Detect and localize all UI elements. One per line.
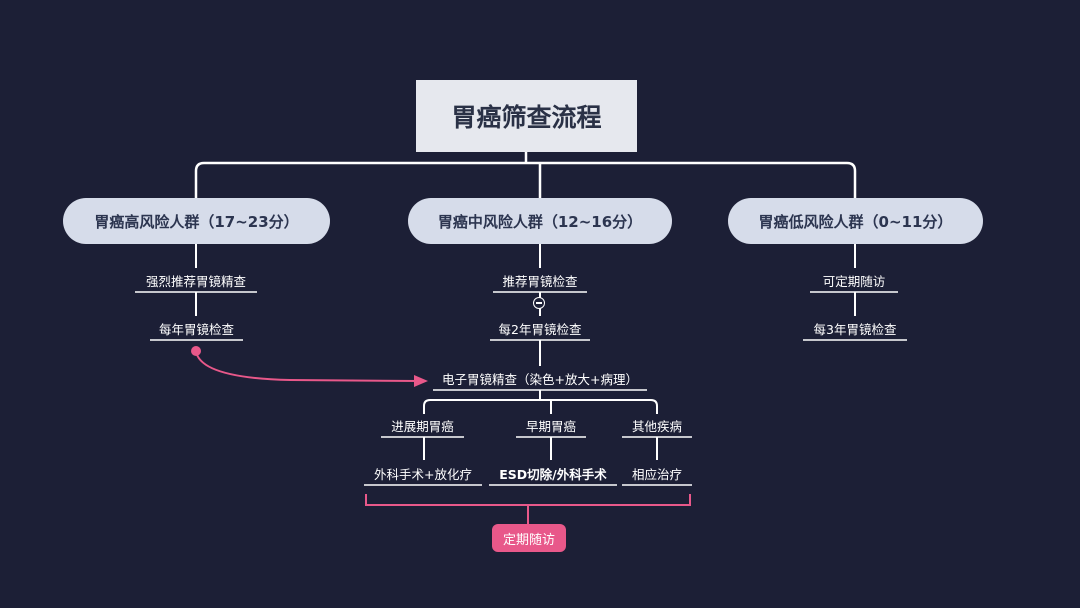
branch-connectors	[195, 244, 856, 460]
low-risk-node: 胃癌低风险人群（0~11分）	[728, 198, 983, 244]
mid-step2-label: 每2年胃镜检查	[498, 322, 582, 337]
label-underlines	[135, 291, 907, 486]
treatment-other-label: 相应治疗	[631, 467, 682, 482]
high-step1-label: 强烈推荐胃镜精查	[145, 274, 246, 289]
follow-up-badge: 定期随访	[492, 524, 566, 552]
collapse-icon[interactable]	[533, 297, 545, 309]
chart-title: 胃癌筛查流程	[416, 80, 637, 152]
high-step2-label: 每年胃镜检查	[158, 322, 234, 337]
follow-up-bracket	[365, 494, 691, 524]
pink-arrow	[191, 346, 428, 387]
low-step1-label: 可定期随访	[822, 274, 886, 289]
mid-risk-node: 胃癌中风险人群（12~16分）	[408, 198, 672, 244]
outcome-other-label: 其他疾病	[631, 419, 682, 434]
low-step2-label: 每3年胃镜检查	[813, 322, 897, 337]
treatment-advanced-label: 外科手术+放化疗	[374, 467, 472, 482]
mid-step1-label: 推荐胃镜检查	[502, 274, 578, 289]
tree-connectors	[194, 152, 857, 198]
high-risk-node: 胃癌高风险人群（17~23分）	[63, 198, 330, 244]
precise-exam-label: 电子胃镜精查（染色+放大+病理）	[442, 372, 638, 387]
outcome-advanced-label: 进展期胃癌	[391, 419, 454, 434]
outcome-early-label: 早期胃癌	[525, 419, 576, 434]
treatment-early-label: ESD切除/外科手术	[499, 467, 607, 482]
